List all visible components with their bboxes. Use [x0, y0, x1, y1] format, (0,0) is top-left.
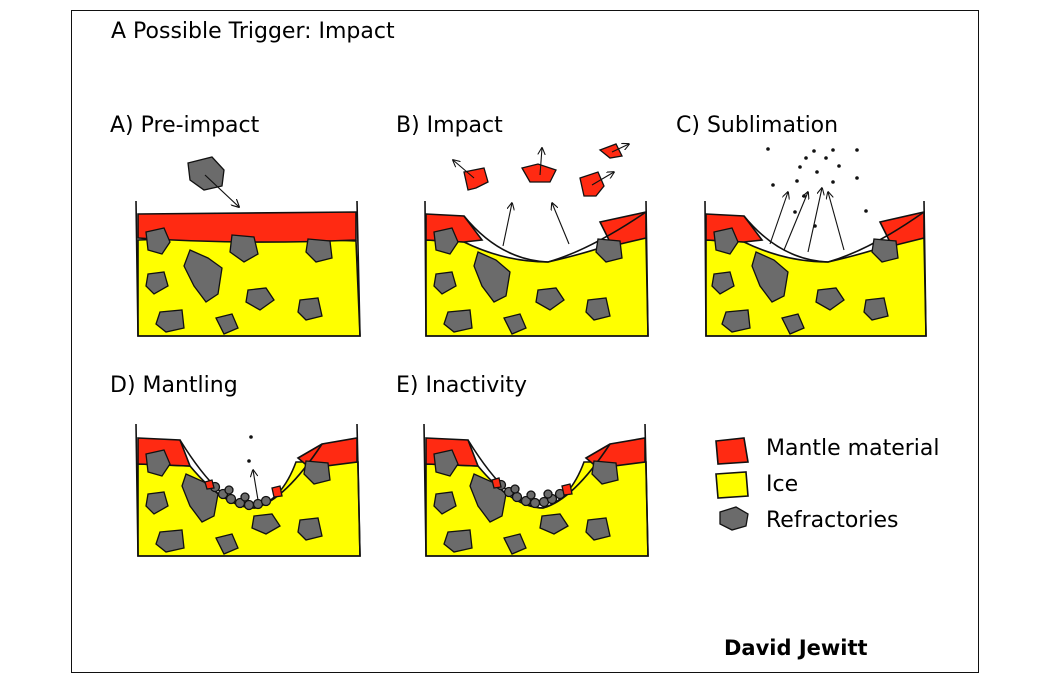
refractory-chunks [145, 449, 331, 555]
figure-frame [71, 10, 979, 673]
panel-inactivity [423, 423, 649, 557]
surface-walls [135, 423, 361, 557]
crater-outline [463, 211, 647, 263]
gas-particles [766, 147, 868, 228]
impactor-trajectory-arrow [204, 174, 239, 207]
panel-mantling [135, 423, 361, 557]
legend [715, 437, 749, 531]
panel-label-impact: B) Impact [396, 113, 503, 138]
impactor [187, 156, 225, 191]
crater-mantle-fragments [204, 479, 283, 498]
panel-impact [424, 143, 649, 337]
figure-title: A Possible Trigger: Impact [111, 19, 395, 44]
legend-swatch-ice [715, 471, 749, 499]
refractory-chunks [433, 227, 623, 335]
surface-walls [424, 200, 649, 337]
surface-walls [135, 200, 361, 337]
refractory-chunks [145, 227, 333, 335]
panel-label-inactivity: E) Inactivity [396, 373, 528, 398]
outgassing-arrow [253, 470, 259, 501]
ejecta-arrows [453, 144, 629, 247]
crater-refractory-lag [495, 479, 566, 509]
legend-swatch-refractories [719, 506, 749, 531]
surface-walls [423, 423, 649, 557]
gas-particles [247, 435, 253, 463]
legend-swatch-mantle [715, 437, 749, 465]
panel-label-sublimation: C) Sublimation [676, 113, 839, 138]
panel-pre-impact [135, 156, 361, 337]
panel-label-mantling: D) Mantling [110, 373, 238, 398]
author-credit: David Jewitt [724, 636, 868, 660]
crater-refractory-lag [209, 481, 272, 511]
panel-sublimation [704, 147, 927, 337]
panel-label-pre-impact: A) Pre-impact [110, 113, 260, 138]
sublimation-arrows [769, 188, 845, 253]
legend-label-mantle: Mantle material [766, 436, 940, 461]
surface-walls [704, 200, 927, 337]
crater-outline [743, 211, 925, 263]
legend-label-ice: Ice [766, 472, 799, 497]
crater-outline [467, 439, 611, 509]
refractory-chunks [433, 449, 619, 555]
crater-mantle-fragments [491, 477, 573, 496]
ejecta-fragments [463, 143, 623, 197]
refractory-chunks [711, 227, 899, 335]
legend-label-refractories: Refractories [766, 508, 899, 533]
